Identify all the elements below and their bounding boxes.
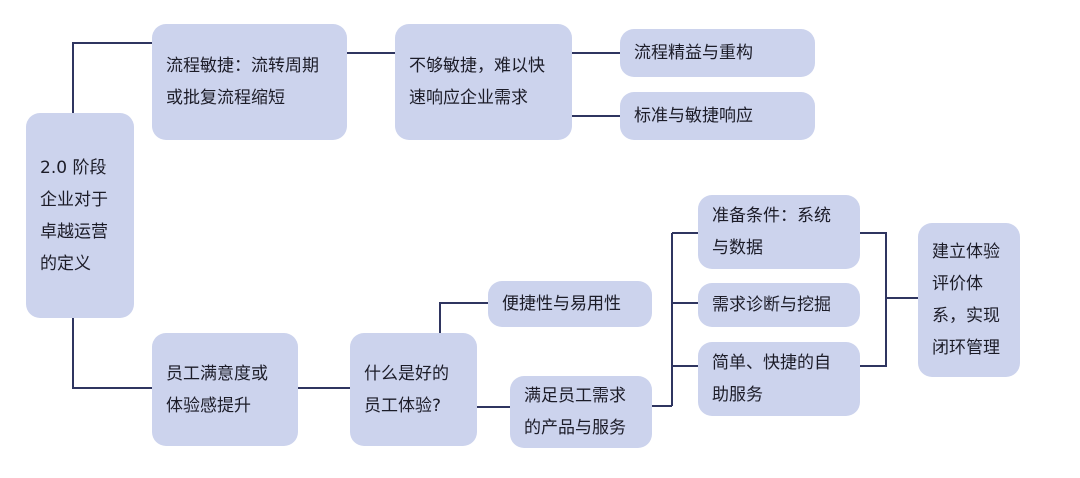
node-satisfaction: 员工满意度或体验感提升 xyxy=(152,333,298,446)
node-convenience: 便捷性与易用性 xyxy=(488,281,652,327)
node-self-service: 简单、快捷的自助服务 xyxy=(698,342,860,416)
connector-prep-merge xyxy=(860,232,887,367)
connector-goodexp-convenience xyxy=(439,302,488,333)
node-not-agile: 不够敏捷，难以快速响应企业需求 xyxy=(395,24,572,140)
connector-root-satisfaction xyxy=(72,318,152,389)
node-diagnose: 需求诊断与挖掘 xyxy=(698,283,860,327)
node-lean: 流程精益与重构 xyxy=(620,29,815,77)
node-prep: 准备条件：系统与数据 xyxy=(698,195,860,269)
node-root: 2.0 阶段企业对于卓越运营的定义 xyxy=(26,113,134,318)
node-good-experience: 什么是好的员工体验? xyxy=(350,333,477,446)
node-agility: 流程敏捷：流转周期或批复流程缩短 xyxy=(152,24,347,140)
node-evaluation: 建立体验评价体系，实现闭环管理 xyxy=(918,223,1020,377)
node-standard: 标准与敏捷响应 xyxy=(620,92,815,140)
node-meet-needs: 满足员工需求的产品与服务 xyxy=(510,376,652,448)
connector-root-agility xyxy=(72,42,152,113)
